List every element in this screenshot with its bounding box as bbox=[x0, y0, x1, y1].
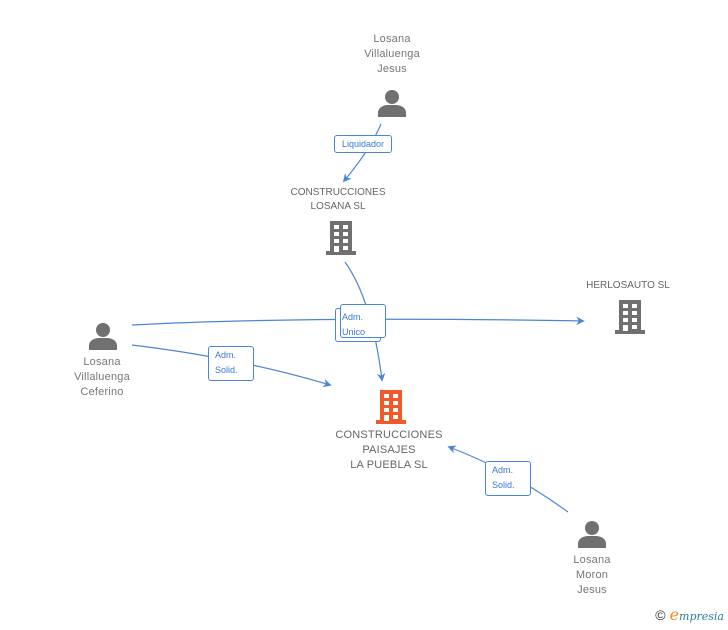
building-icon-main[interactable] bbox=[375, 390, 407, 424]
edge-label-adm-solid-moron[interactable]: Adm. Solid. bbox=[485, 461, 531, 496]
node-person-losana-villaluenga-jesus[interactable]: Losana Villaluenga Jesus bbox=[340, 32, 444, 77]
node-person-losana-moron-jesus[interactable]: Losana Moron Jesus bbox=[540, 553, 644, 598]
person-icon[interactable] bbox=[88, 321, 118, 351]
node-person-losana-villaluenga-ceferino[interactable]: Losana Villaluenga Ceferino bbox=[50, 355, 154, 400]
edge-label-adm-solid-ceferino[interactable]: Adm. Solid. bbox=[208, 346, 254, 381]
brand-name: mpresia bbox=[679, 610, 724, 623]
person-icon[interactable] bbox=[377, 88, 407, 118]
node-label: CONSTRUCCIONES PAISAJES LA PUEBLA SL bbox=[335, 429, 443, 471]
brand-initial: e bbox=[669, 605, 680, 624]
edge-label-adm-unico[interactable]: Adm. Unico bbox=[335, 304, 386, 342]
building-icon[interactable] bbox=[325, 221, 357, 255]
node-label: Losana Villaluenga Jesus bbox=[364, 33, 420, 75]
node-company-herlosauto[interactable]: HERLOSAUTO SL bbox=[570, 279, 686, 293]
copyright-icon: © bbox=[655, 607, 666, 623]
edge-label-liquidador[interactable]: Liquidador bbox=[334, 135, 393, 153]
building-icon[interactable] bbox=[614, 300, 646, 334]
edge-ceferino-to-herlosauto bbox=[131, 316, 585, 326]
node-label: HERLOSAUTO SL bbox=[586, 280, 670, 291]
empresia-watermark: ©empresia bbox=[655, 605, 724, 624]
person-icon[interactable] bbox=[577, 519, 607, 549]
node-label: CONSTRUCCIONES LOSANA SL bbox=[290, 187, 386, 212]
node-label: Losana Moron Jesus bbox=[573, 554, 611, 596]
node-company-main[interactable]: CONSTRUCCIONES PAISAJES LA PUEBLA SL bbox=[318, 428, 460, 473]
node-label: Losana Villaluenga Ceferino bbox=[74, 356, 130, 398]
node-company-construcciones-losana[interactable]: CONSTRUCCIONES LOSANA SL bbox=[278, 186, 398, 214]
